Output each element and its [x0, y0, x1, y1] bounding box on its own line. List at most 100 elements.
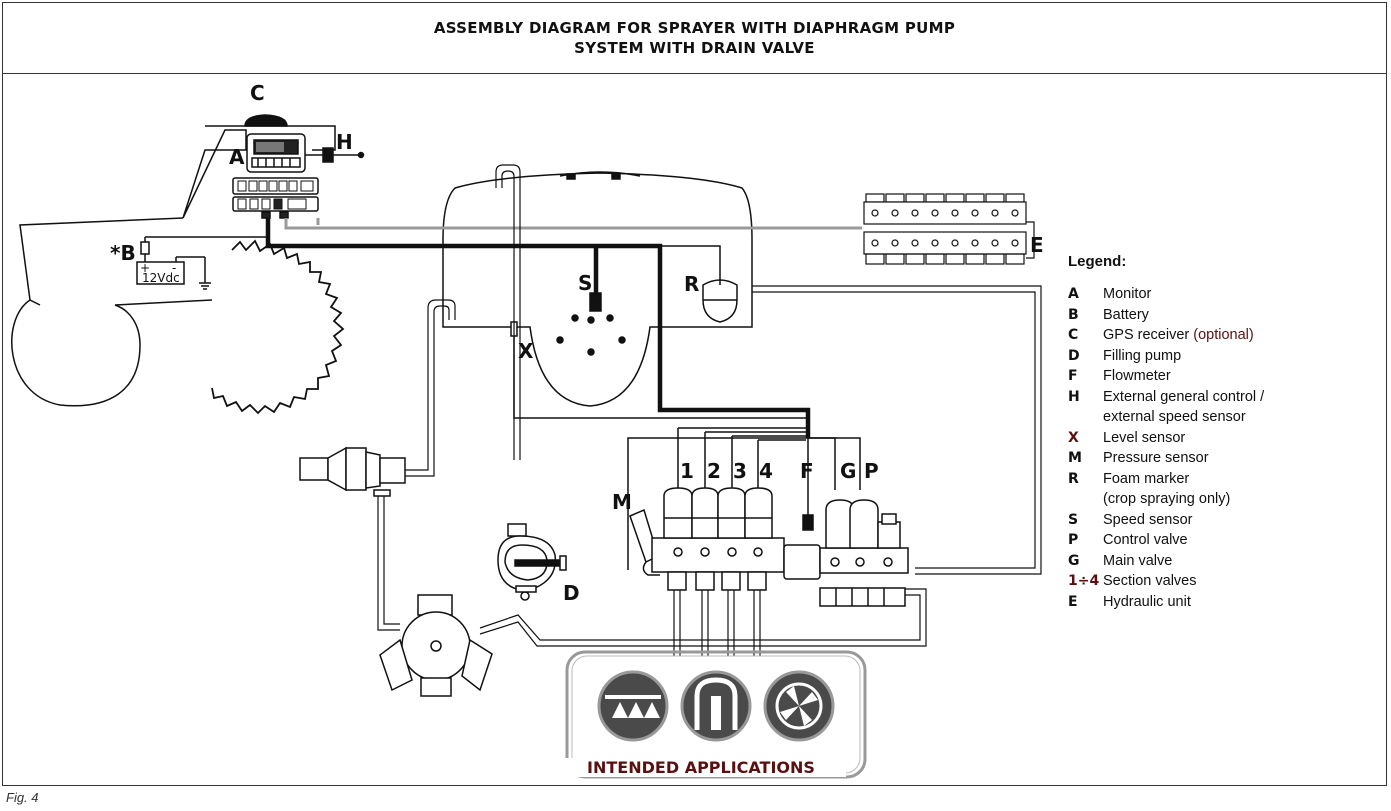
label-m: M — [612, 490, 632, 514]
flowmeter — [783, 544, 821, 580]
intended-applications-label: INTENDED APPLICATIONS — [556, 758, 846, 777]
label-g: G — [840, 459, 856, 483]
main-cable — [265, 218, 811, 438]
rear-wheel — [211, 239, 345, 415]
legend-key: F — [1068, 368, 1078, 384]
title-header: ASSEMBLY DIAGRAM FOR SPRAYER WITH DIAPHR… — [2, 2, 1387, 74]
fan-sprayer-icon — [763, 670, 835, 742]
hydraulic-unit — [863, 193, 1035, 265]
legend-text: Control valve — [1103, 530, 1386, 551]
filling-pump — [497, 523, 567, 601]
orchard-sprayer-icon — [680, 670, 752, 742]
legend-key — [1068, 489, 1103, 510]
legend-text: external speed sensor — [1103, 407, 1386, 428]
legend-key: 1÷4 — [1068, 573, 1100, 589]
legend-text: Pressure sensor — [1103, 448, 1386, 469]
legend-key: S — [1068, 511, 1079, 528]
legend-key: E — [1068, 593, 1078, 610]
legend-text-main: Hydraulic unit — [1103, 593, 1191, 610]
label-a: A — [229, 145, 245, 169]
boom-sprayer-icon — [597, 670, 669, 742]
diaphragm-pump — [379, 594, 493, 697]
wiring — [265, 218, 862, 570]
legend-text: Flowmeter — [1103, 366, 1386, 387]
tractor: + - — [11, 114, 365, 415]
legend-item: C GPS receiver (optional) — [1068, 325, 1386, 346]
label-valve-3: 3 — [733, 459, 747, 483]
legend-text: Level sensor — [1103, 428, 1386, 449]
legend-text-main: Battery — [1103, 306, 1149, 323]
svg-text:+: + — [140, 261, 150, 275]
diagram-frame — [2, 2, 1387, 786]
label-s: S — [578, 271, 592, 295]
legend-text-main: Speed sensor — [1103, 511, 1193, 528]
legend-text: GPS receiver (optional) — [1103, 325, 1386, 346]
battery — [136, 261, 185, 285]
legend-key: G — [1068, 552, 1080, 569]
legend-item: G Main valve — [1068, 551, 1386, 572]
front-wheel — [11, 299, 141, 407]
foam-marker — [702, 279, 738, 323]
legend-text: Main valve — [1103, 551, 1386, 572]
figure-caption: Fig. 4 — [6, 790, 39, 805]
label-e: E — [1030, 233, 1044, 257]
battery-voltage: 12Vdc — [142, 271, 180, 285]
label-valve-2: 2 — [707, 459, 721, 483]
legend-key: R — [1068, 470, 1079, 487]
filter — [299, 446, 406, 497]
legend-item: D Filling pump — [1068, 346, 1386, 367]
legend-text-main: Main valve — [1103, 552, 1173, 569]
speed-sensor — [589, 292, 602, 312]
legend-text: Section valves — [1103, 571, 1386, 592]
legend-key: B — [1068, 306, 1079, 323]
external-control-connector — [322, 147, 334, 163]
legend-item: F Flowmeter — [1068, 366, 1386, 387]
legend-item: M Pressure sensor — [1068, 448, 1386, 469]
intended-applications — [565, 650, 867, 779]
valve-block — [629, 487, 909, 607]
legend-text-main: Control valve — [1103, 532, 1188, 548]
legend-item: (crop spraying only) — [1068, 489, 1386, 510]
legend-text: Speed sensor — [1103, 510, 1386, 531]
fuse — [140, 241, 150, 255]
legend-key: P — [1068, 532, 1079, 548]
legend-text-main: Filling pump — [1103, 347, 1182, 364]
legend-title: Legend: — [1068, 253, 1127, 270]
legend-key: C — [1068, 327, 1079, 343]
legend-key: M — [1068, 450, 1082, 466]
wire-hydraulic — [284, 218, 862, 230]
legend-item: B Battery — [1068, 305, 1386, 326]
legend-text: Battery — [1103, 305, 1386, 326]
legend-text-main: Monitor — [1103, 286, 1152, 302]
legend-text: Hydraulic unit — [1103, 592, 1386, 613]
outlet-pipes — [673, 590, 761, 660]
legend-text-main: external speed sensor — [1103, 409, 1246, 425]
legend-key: D — [1068, 347, 1080, 364]
legend-text-note: (optional) — [1193, 327, 1254, 343]
legend-text-main: Flowmeter — [1103, 368, 1171, 384]
legend-text-main: Pressure sensor — [1103, 450, 1209, 466]
legend-key: A — [1068, 286, 1079, 302]
legend-text-main: External general control / — [1103, 388, 1265, 405]
label-r: R — [684, 272, 699, 296]
label-valve-4: 4 — [759, 459, 773, 483]
title-line-2: SYSTEM WITH DRAIN VALVE — [574, 38, 815, 57]
legend-text: External general control / — [1103, 387, 1386, 408]
legend-item: S Speed sensor — [1068, 510, 1386, 531]
label-valve-1: 1 — [680, 459, 694, 483]
gps-receiver — [244, 114, 288, 127]
legend-item: E Hydraulic unit — [1068, 592, 1386, 613]
legend-key — [1068, 407, 1103, 428]
legend-text-main: Section valves — [1103, 573, 1197, 589]
label-b: *B — [110, 241, 136, 265]
pipes — [377, 164, 1042, 647]
legend-text: Filling pump — [1103, 346, 1386, 367]
label-f: F — [800, 459, 814, 483]
legend-item: P Control valve — [1068, 530, 1386, 551]
